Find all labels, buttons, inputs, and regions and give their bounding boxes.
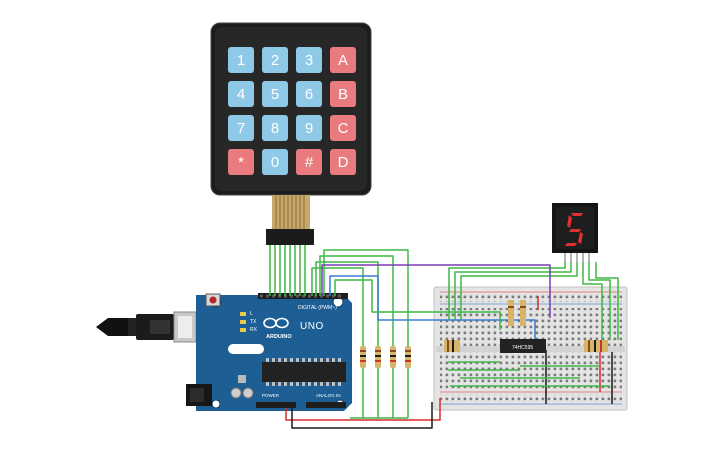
keypad-key-label: 9	[305, 120, 313, 137]
shift-register-chip[interactable]: 74HC595	[500, 339, 546, 353]
keypad-key-face[interactable]	[330, 149, 356, 175]
keypad-keys[interactable]: 1 2 3 A 4 5 6 B 7 8 9 C * 0 # D	[228, 47, 356, 175]
atmega-chip	[262, 362, 346, 382]
keypad-key[interactable]: C	[330, 115, 356, 141]
keypad-key-face[interactable]	[296, 47, 322, 73]
keypad-key[interactable]: 6	[296, 81, 322, 107]
keypad-key-face[interactable]	[296, 81, 322, 107]
keypad-key-face[interactable]	[228, 115, 254, 141]
keypad-key[interactable]: A	[330, 47, 356, 73]
svg-text:ARDUINO: ARDUINO	[266, 334, 292, 340]
keypad-key-label: 2	[271, 52, 279, 69]
keypad-key-label: #	[305, 154, 314, 171]
seven-segment-display[interactable]: 5	[552, 0, 601, 262]
chip-label: 74HC595	[512, 345, 533, 351]
keypad-key-face[interactable]	[228, 149, 254, 175]
keypad-key-face[interactable]	[228, 47, 254, 73]
keypad-key[interactable]: 0	[262, 149, 288, 175]
keypad-key-label: 7	[237, 120, 245, 137]
keypad-key[interactable]: 3	[296, 47, 322, 73]
keypad-key[interactable]: 2	[262, 47, 288, 73]
keypad-key-label: 3	[305, 52, 313, 69]
usb-cable[interactable]	[96, 311, 197, 343]
keypad-key-label: 8	[271, 120, 279, 137]
power-header	[256, 402, 296, 408]
keypad-key-label: D	[338, 154, 349, 171]
analog-header	[306, 402, 346, 408]
power-label: POWER	[262, 393, 280, 398]
keypad-key-face[interactable]	[330, 81, 356, 107]
keypad-key-label: 0	[271, 154, 279, 171]
keypad-key[interactable]: 7	[228, 115, 254, 141]
resistors[interactable]	[360, 346, 411, 368]
capacitor	[230, 387, 242, 399]
keypad-key-face[interactable]	[262, 115, 288, 141]
rx-label: RX	[250, 327, 258, 333]
keypad-key-label: B	[338, 86, 348, 103]
keypad-key-face[interactable]	[262, 47, 288, 73]
keypad-key[interactable]: 5	[262, 81, 288, 107]
l-label: L	[250, 311, 253, 317]
wires[interactable]	[269, 245, 619, 429]
analog-label: ANALOG IN	[316, 393, 341, 398]
keypad-key[interactable]: 1	[228, 47, 254, 73]
keypad-key-label: A	[338, 52, 348, 69]
keypad-key-face[interactable]	[330, 47, 356, 73]
keypad-key[interactable]: 8	[262, 115, 288, 141]
keypad-key-face[interactable]	[262, 149, 288, 175]
digital-label: DIGITAL (PWM~)	[298, 305, 337, 311]
keypad-key[interactable]: 4	[228, 81, 254, 107]
keypad-key-label: C	[338, 120, 349, 137]
keypad-key-face[interactable]	[296, 115, 322, 141]
capacitor	[242, 387, 254, 399]
keypad-key-label: 5	[271, 86, 279, 103]
arduino-logo: ARDUINO	[263, 317, 292, 340]
keypad-ribbon	[266, 195, 314, 245]
breadboard-resistors[interactable]	[444, 300, 608, 352]
arduino-uno-board[interactable]: DIGITAL (PWM~) TX RX L ARDUINO UNO	[186, 293, 352, 411]
uno-label: UNO	[300, 321, 324, 332]
keypad-key-label: 1	[237, 52, 245, 69]
keypad-key[interactable]: #	[296, 149, 322, 175]
keypad-key-label: 6	[305, 86, 313, 103]
keypad-connector	[266, 229, 314, 245]
keypad-key-label: *	[238, 154, 244, 171]
keypad-key-face[interactable]	[296, 149, 322, 175]
keypad-key-label: 4	[237, 86, 245, 103]
keypad-key-face[interactable]	[228, 81, 254, 107]
keypad-key[interactable]: B	[330, 81, 356, 107]
keypad-key[interactable]: *	[228, 149, 254, 175]
keypad-key-face[interactable]	[262, 81, 288, 107]
display-digit: 5	[600, 0, 601, 1]
keypad-key[interactable]: 9	[296, 115, 322, 141]
tx-label: TX	[250, 319, 257, 325]
keypad-key[interactable]: D	[330, 149, 356, 175]
keypad-key-face[interactable]	[330, 115, 356, 141]
